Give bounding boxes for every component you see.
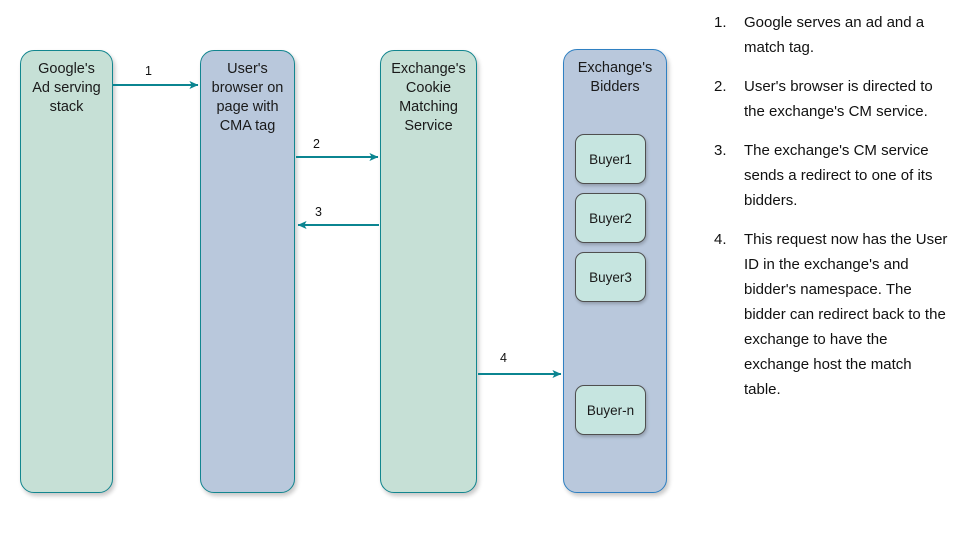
lane-users-browser[interactable]: User's browser on page with CMA tag — [200, 50, 295, 493]
arrow-label-1: 1 — [145, 64, 152, 78]
buyer-label-3: Buyer3 — [589, 269, 632, 285]
buyer-label-n: Buyer-n — [586, 402, 635, 418]
step-text-1: Google serves an ad and a match tag. — [744, 14, 925, 56]
step-text-4: This request now has the User ID in the … — [744, 231, 948, 398]
lane-label-exchange-bidders: Exchange's Bidders — [577, 60, 653, 95]
buyer-box-1[interactable]: Buyer1 — [575, 134, 646, 184]
step-text-2: User's browser is directed to the exchan… — [744, 78, 933, 120]
lane-exchange-cookie-matching-service[interactable]: Exchange's Cookie Matching Service — [380, 50, 477, 493]
arrow-label-4: 4 — [500, 351, 507, 365]
lane-label-exchange-cookie-matching-service: Exchange's Cookie Matching Service — [391, 61, 466, 134]
steps-list: 1. Google serves an ad and a match tag. … — [706, 10, 950, 416]
lane-label-google-ad-serving-stack: Google's Ad serving stack — [32, 61, 101, 115]
arrow-label-2: 2 — [313, 137, 320, 151]
buyer-box-2[interactable]: Buyer2 — [575, 193, 646, 243]
list-item: 1. Google serves an ad and a match tag. — [706, 10, 950, 60]
lane-google-ad-serving-stack[interactable]: Google's Ad serving stack — [20, 50, 113, 493]
buyer-label-1: Buyer1 — [589, 151, 632, 167]
list-item: 3. The exchange's CM service sends a red… — [706, 138, 950, 213]
step-number-2: 2. — [714, 78, 727, 95]
arrow-label-3: 3 — [315, 205, 322, 219]
step-number-4: 4. — [714, 231, 727, 248]
buyer-label-2: Buyer2 — [589, 210, 632, 226]
step-number-3: 3. — [714, 142, 727, 159]
lane-label-users-browser: User's browser on page with CMA tag — [211, 61, 284, 134]
step-number-1: 1. — [714, 14, 727, 31]
step-text-3: The exchange's CM service sends a redire… — [744, 142, 933, 209]
buyer-box-n[interactable]: Buyer-n — [575, 385, 646, 435]
list-item: 2. User's browser is directed to the exc… — [706, 74, 950, 124]
list-item: 4. This request now has the User ID in t… — [706, 227, 950, 402]
buyer-box-3[interactable]: Buyer3 — [575, 252, 646, 302]
